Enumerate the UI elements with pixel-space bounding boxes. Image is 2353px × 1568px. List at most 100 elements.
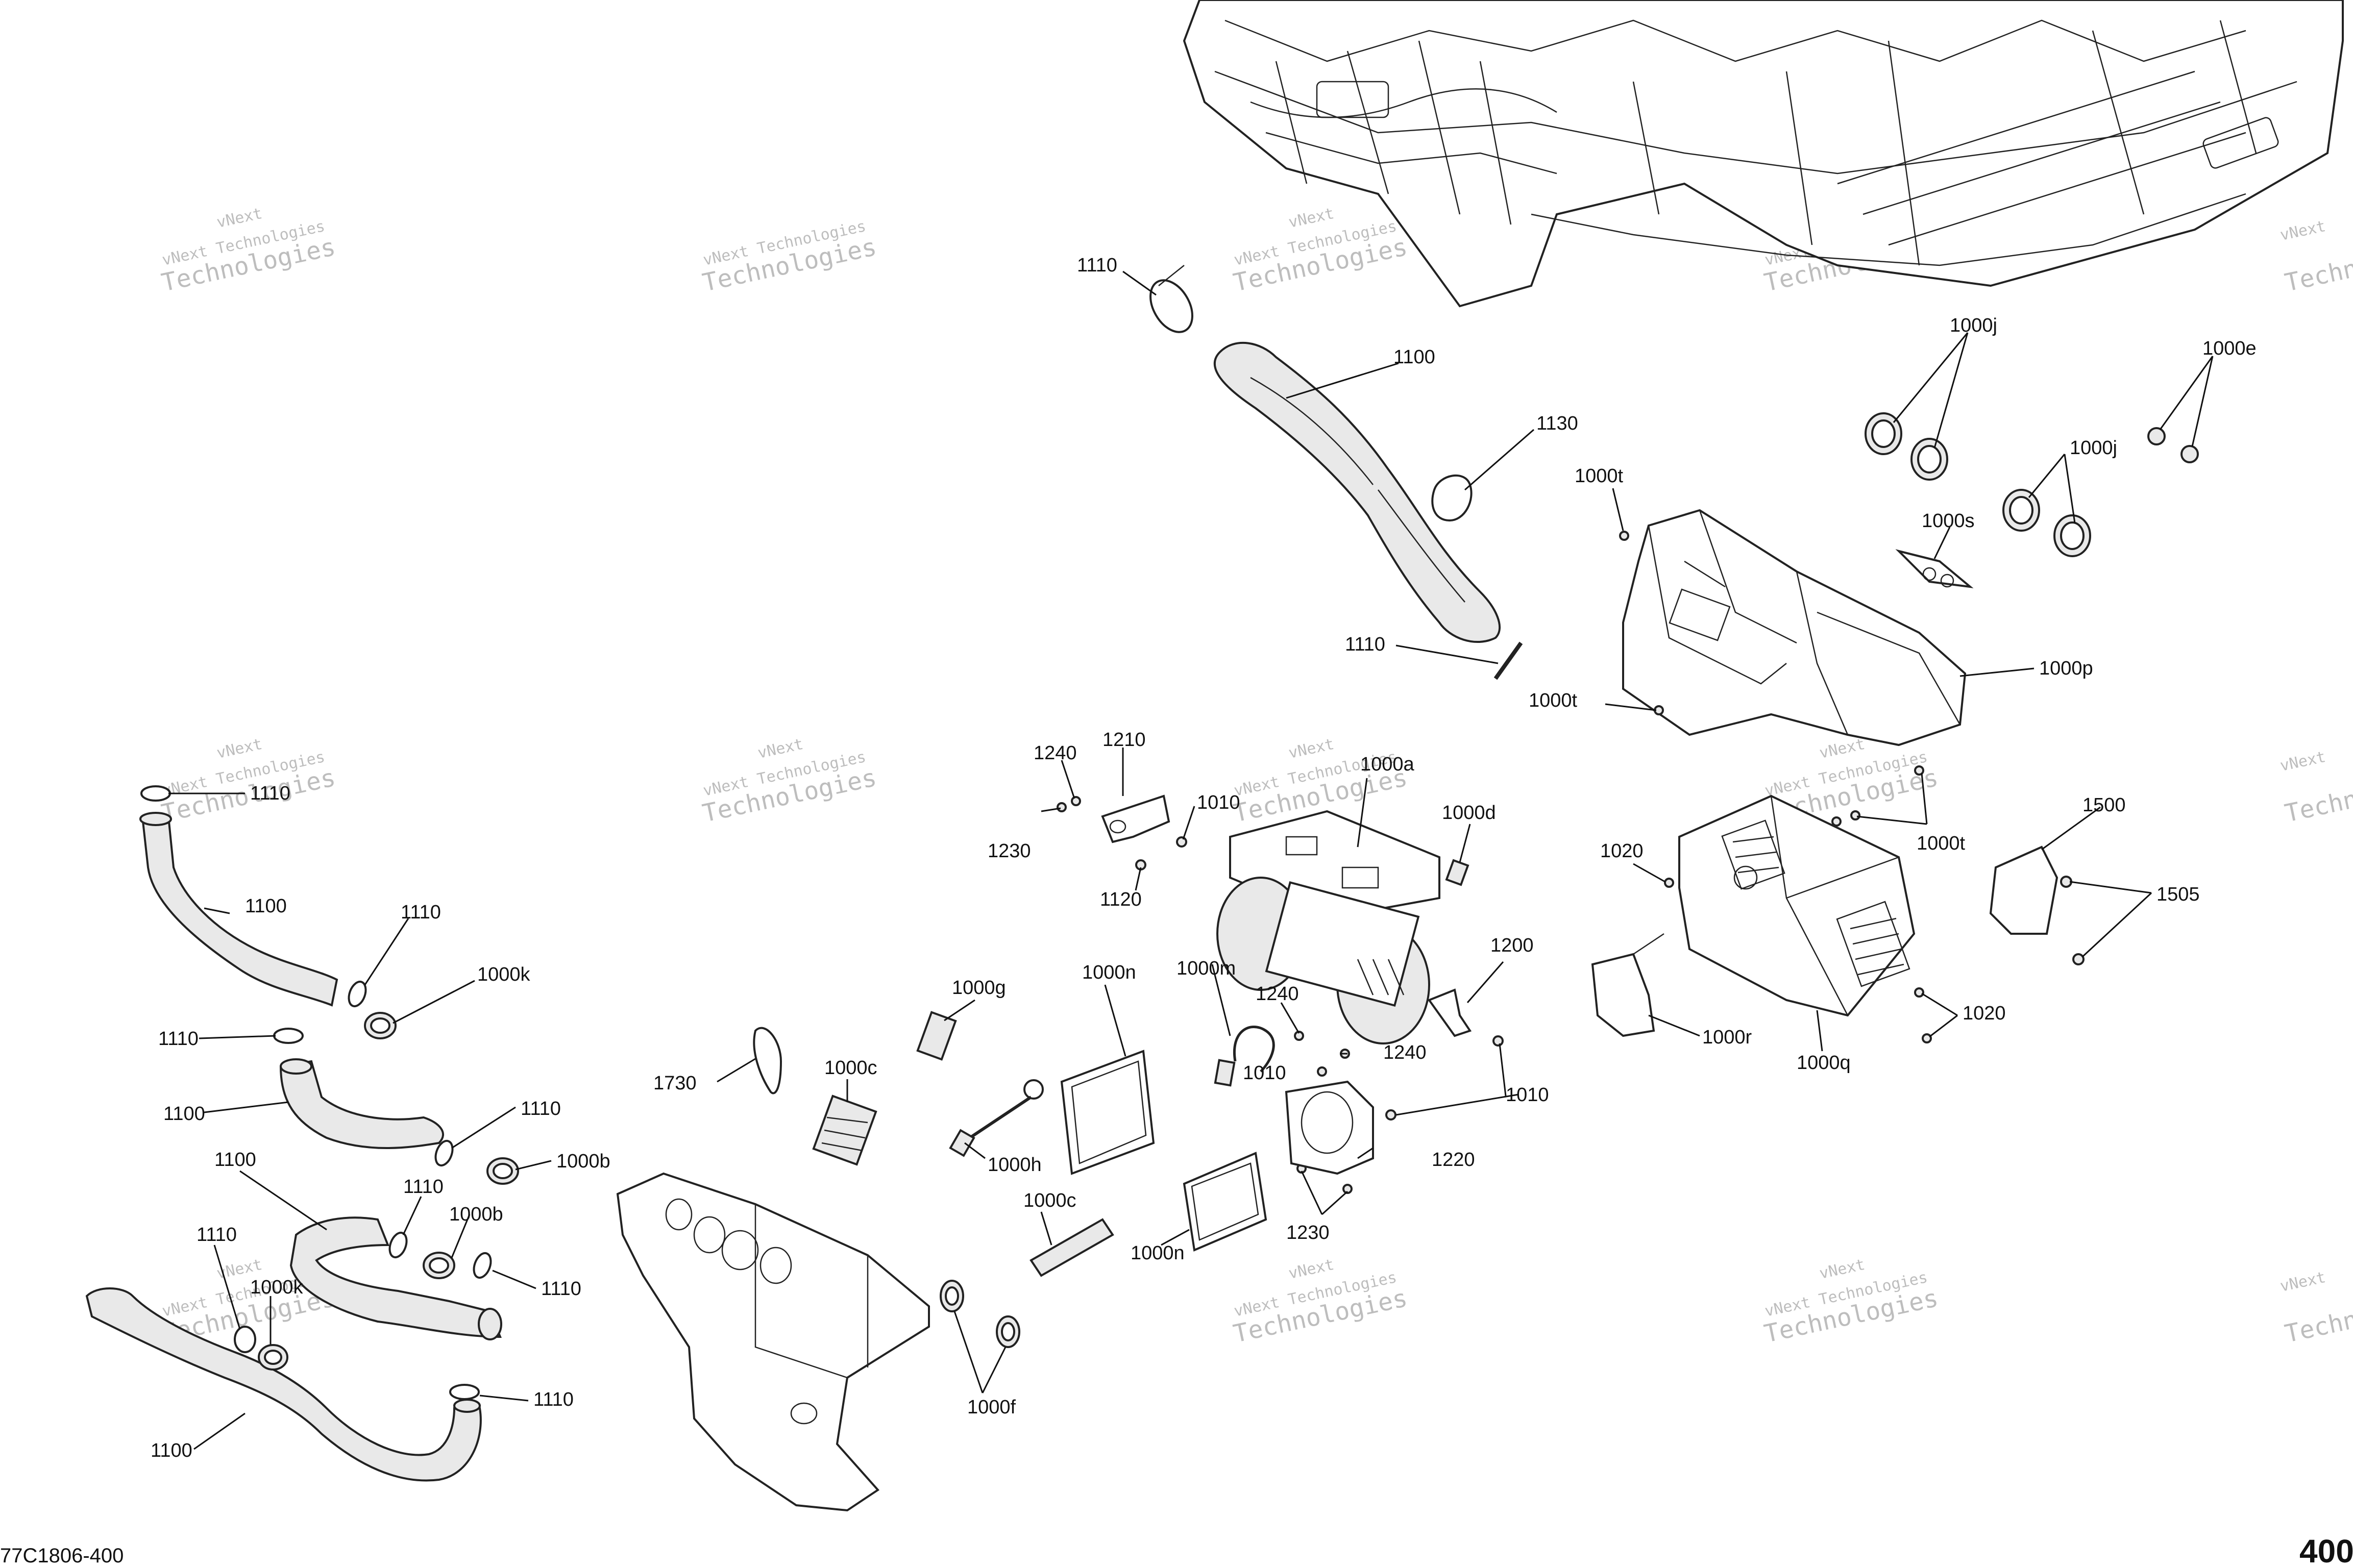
grommets-1000j-top: [1865, 412, 1948, 481]
label-1110: 1110: [541, 1278, 581, 1300]
label-1000k: 1000k: [477, 964, 531, 985]
motor-1220: [1285, 1080, 1374, 1175]
rod-1110: [1493, 641, 1523, 680]
bracket-1210: [1101, 794, 1170, 843]
label-1110: 1110: [401, 902, 441, 923]
filter-1000n-lower: [1183, 1152, 1267, 1252]
watermark-brand: vNext: [2278, 748, 2327, 775]
blower-1000a: [1216, 810, 1440, 1044]
label-1000g: 1000g: [952, 977, 1006, 999]
watermark-brand: vNext: [1287, 205, 1336, 232]
watermark-line2: Technologies: [2282, 1284, 2353, 1349]
watermark-brand: vNext: [2278, 217, 2327, 244]
label-1110: 1110: [403, 1176, 444, 1198]
duct-1100-left-3: [289, 1216, 502, 1340]
label-1000n: 1000n: [1082, 962, 1136, 983]
watermark-brand: vNext: [756, 735, 805, 762]
duct-1100-upper: [1213, 341, 1501, 643]
clamp-1110-top: [1149, 265, 1193, 333]
duct-1100-left-4: [85, 1287, 482, 1482]
label-1230: 1230: [988, 840, 1031, 862]
label-1500: 1500: [2082, 794, 2126, 816]
label-1000e: 1000e: [2202, 338, 2257, 359]
housing-1000p: [1622, 509, 1967, 746]
label-1100: 1100: [214, 1149, 256, 1171]
gasket-1130: [1431, 475, 1473, 522]
bracket-1000r: [1591, 933, 1664, 1037]
label-1110: 1110: [1345, 634, 1385, 655]
label-1000d: 1000d: [1442, 802, 1496, 824]
label-1110: 1110: [521, 1098, 561, 1119]
label-1730: 1730: [653, 1073, 697, 1094]
page-number: 400: [2299, 1533, 2353, 1568]
label-1000r: 1000r: [1702, 1027, 1752, 1048]
sensor-1000h: [949, 1079, 1044, 1157]
heater-box-1000q: [1678, 794, 1916, 1017]
harness-1000m: [1214, 1026, 1275, 1087]
screws-1505: [2060, 876, 2085, 965]
label-1000c: 1000c: [824, 1057, 877, 1079]
label-1000h: 1000h: [988, 1154, 1042, 1176]
watermark-brand: vNext: [1818, 1256, 1867, 1283]
label-1120: 1120: [1100, 889, 1142, 910]
label-1000t: 1000t: [1575, 465, 1624, 487]
label-1100: 1100: [1393, 346, 1435, 368]
watermark-line2: Technologies: [2282, 233, 2353, 297]
watermark-brand: vNext: [215, 205, 264, 232]
connector-1000d: [1445, 859, 1469, 886]
watermark-brand: vNext: [2278, 1268, 2327, 1296]
watermark-line2: Technologies: [2282, 763, 2353, 828]
grommets-1000f: [940, 1280, 1020, 1348]
connector-1000c-lower: [1030, 1218, 1114, 1277]
watermark-brand: vNext: [1287, 735, 1336, 762]
label-1020: 1020: [1600, 840, 1644, 862]
label-1240: 1240: [1256, 983, 1299, 1005]
label-1505: 1505: [2156, 884, 2200, 905]
label-1110: 1110: [533, 1389, 574, 1410]
filter-1000n-upper: [1060, 1050, 1155, 1175]
vent-grid-lower: [1836, 901, 1910, 987]
duct-1100-left-1: [139, 812, 338, 1007]
duct-1100-left-2: [279, 1058, 445, 1149]
label-1240: 1240: [1034, 742, 1077, 764]
label-1210: 1210: [1102, 729, 1146, 751]
label-1010: 1010: [1506, 1084, 1549, 1106]
screws-1020: [1664, 878, 1932, 1043]
label-1220: 1220: [1432, 1149, 1475, 1171]
vehicle-frame: [1183, 0, 2344, 308]
label-1110: 1110: [197, 1224, 237, 1246]
label-1000j: 1000j: [2070, 437, 2117, 459]
vent-grid-upper: [1721, 819, 1785, 890]
label-1000t: 1000t: [1529, 690, 1578, 711]
label-1010: 1010: [1197, 792, 1240, 813]
label-1110: 1110: [1077, 255, 1117, 276]
label-1100: 1100: [151, 1440, 192, 1461]
couplers-left: [258, 1012, 519, 1371]
label-1000k: 1000k: [250, 1277, 304, 1298]
seal-1000s: [1895, 549, 1974, 588]
label-1200: 1200: [1490, 935, 1534, 956]
label-1000s: 1000s: [1922, 510, 1975, 532]
label-1230: 1230: [1286, 1222, 1330, 1243]
part-labels: 1110 1100 1130 1000j 1000e 1000j 1000t 1…: [151, 255, 2257, 1461]
clamps-left-1110: [140, 785, 492, 1400]
screws-1000t: [1619, 531, 1924, 827]
connector-1000c-upper: [812, 1094, 877, 1166]
label-1110: 1110: [158, 1028, 199, 1050]
label-1100: 1100: [163, 1103, 205, 1125]
label-1000b: 1000b: [556, 1151, 610, 1172]
label-1240: 1240: [1383, 1042, 1427, 1063]
label-1000f: 1000f: [967, 1397, 1016, 1418]
label-1110: 1110: [250, 783, 290, 804]
leader-lines: [168, 270, 2214, 1450]
connector-1000g: [916, 1011, 957, 1061]
watermark-brand: vNext: [1818, 735, 1867, 762]
lens-1730: [753, 1027, 782, 1094]
diagram-code: 77C1806-400: [0, 1545, 124, 1567]
push-clips-1000e: [2147, 427, 2199, 463]
label-1000q: 1000q: [1797, 1052, 1851, 1074]
label-1130: 1130: [1536, 413, 1578, 434]
grommets-1000j-lower: [2002, 489, 2091, 557]
label-1000j: 1000j: [1950, 315, 1997, 336]
